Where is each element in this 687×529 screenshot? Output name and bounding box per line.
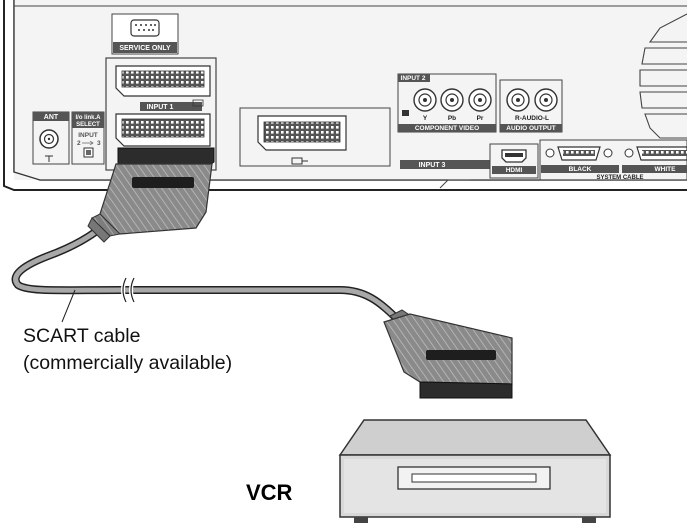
input2-label: INPUT 2 [401, 75, 426, 82]
y-label: Y [423, 115, 428, 122]
scart-out-icon [291, 157, 308, 165]
io-link-select-block: I/o link.A SELECT INPUT 2 3 [71, 111, 105, 165]
white-label: WHITE [655, 166, 677, 173]
input1-scart-block: INPUT 1 [105, 57, 217, 171]
io-3-label: 3 [97, 140, 101, 147]
hdmi-label: HDMI [506, 167, 523, 174]
vcr-foot-right [582, 517, 596, 523]
input1-label: INPUT 1 [147, 104, 174, 111]
black-system-port [545, 146, 613, 161]
system-cable-block: BLACK WHITE SYSTEM CABLE [539, 139, 687, 181]
io-link-label: I/o link.A [75, 115, 101, 121]
r-audio-l-label: R-AUDIO-L [515, 115, 549, 122]
black-label: BLACK [569, 166, 592, 173]
system-cable-label: SYSTEM CABLE [596, 175, 643, 181]
scart-cable-label-line2: (commercially available) [23, 352, 233, 374]
scart-plug-top [87, 147, 215, 243]
vcr-foot-left [354, 517, 368, 523]
io-select-label: SELECT [76, 122, 100, 128]
ground-icon [45, 155, 53, 162]
input1-label-bg [140, 102, 202, 111]
rca-pb-jack [440, 88, 464, 112]
callout-leader [61, 289, 76, 323]
hdmi-block: HDMI [489, 143, 539, 179]
scart-in-icon [192, 99, 204, 107]
service-only-port: SERVICE ONLY [111, 13, 179, 55]
antenna-block: ANT [32, 111, 70, 165]
audio-l-jack [534, 88, 558, 112]
ant-label: ANT [44, 114, 59, 121]
scart-cable-label: SCART cable (commercially available) [23, 323, 232, 377]
vcr-label: VCR [246, 480, 293, 505]
scart-cable-label-line1: SCART cable [23, 325, 141, 347]
audio-output-block: R-AUDIO-L AUDIO OUTPUT [499, 79, 563, 133]
service-only-label: SERVICE ONLY [119, 45, 171, 52]
scart-plug-bottom [383, 309, 513, 399]
pr-label: Pr [477, 115, 484, 122]
rca-y-jack [413, 88, 437, 112]
scart-cable [11, 147, 513, 399]
tv-rear-panel: SERVICE ONLY INPUT 1 ANT [3, 0, 687, 191]
component-video-label: COMPONENT VIDEO [415, 125, 479, 132]
audio-r-jack [506, 88, 530, 112]
vent-grille [639, 13, 687, 139]
io-2-label: 2 [77, 140, 81, 147]
audio-output-label: AUDIO OUTPUT [506, 125, 556, 132]
white-system-port [624, 146, 687, 161]
rca-pr-jack [468, 88, 492, 112]
input3-scart-block: INPUT 3 [239, 107, 490, 169]
component-video-block: INPUT 2 Y Pb Pr COMPONENT VIDEO [397, 73, 497, 133]
pb-label: Pb [448, 115, 456, 122]
input-icon [402, 110, 409, 116]
io-input-label: INPUT [78, 132, 98, 139]
vcr-device [338, 419, 612, 523]
input3-label: INPUT 3 [419, 162, 446, 169]
